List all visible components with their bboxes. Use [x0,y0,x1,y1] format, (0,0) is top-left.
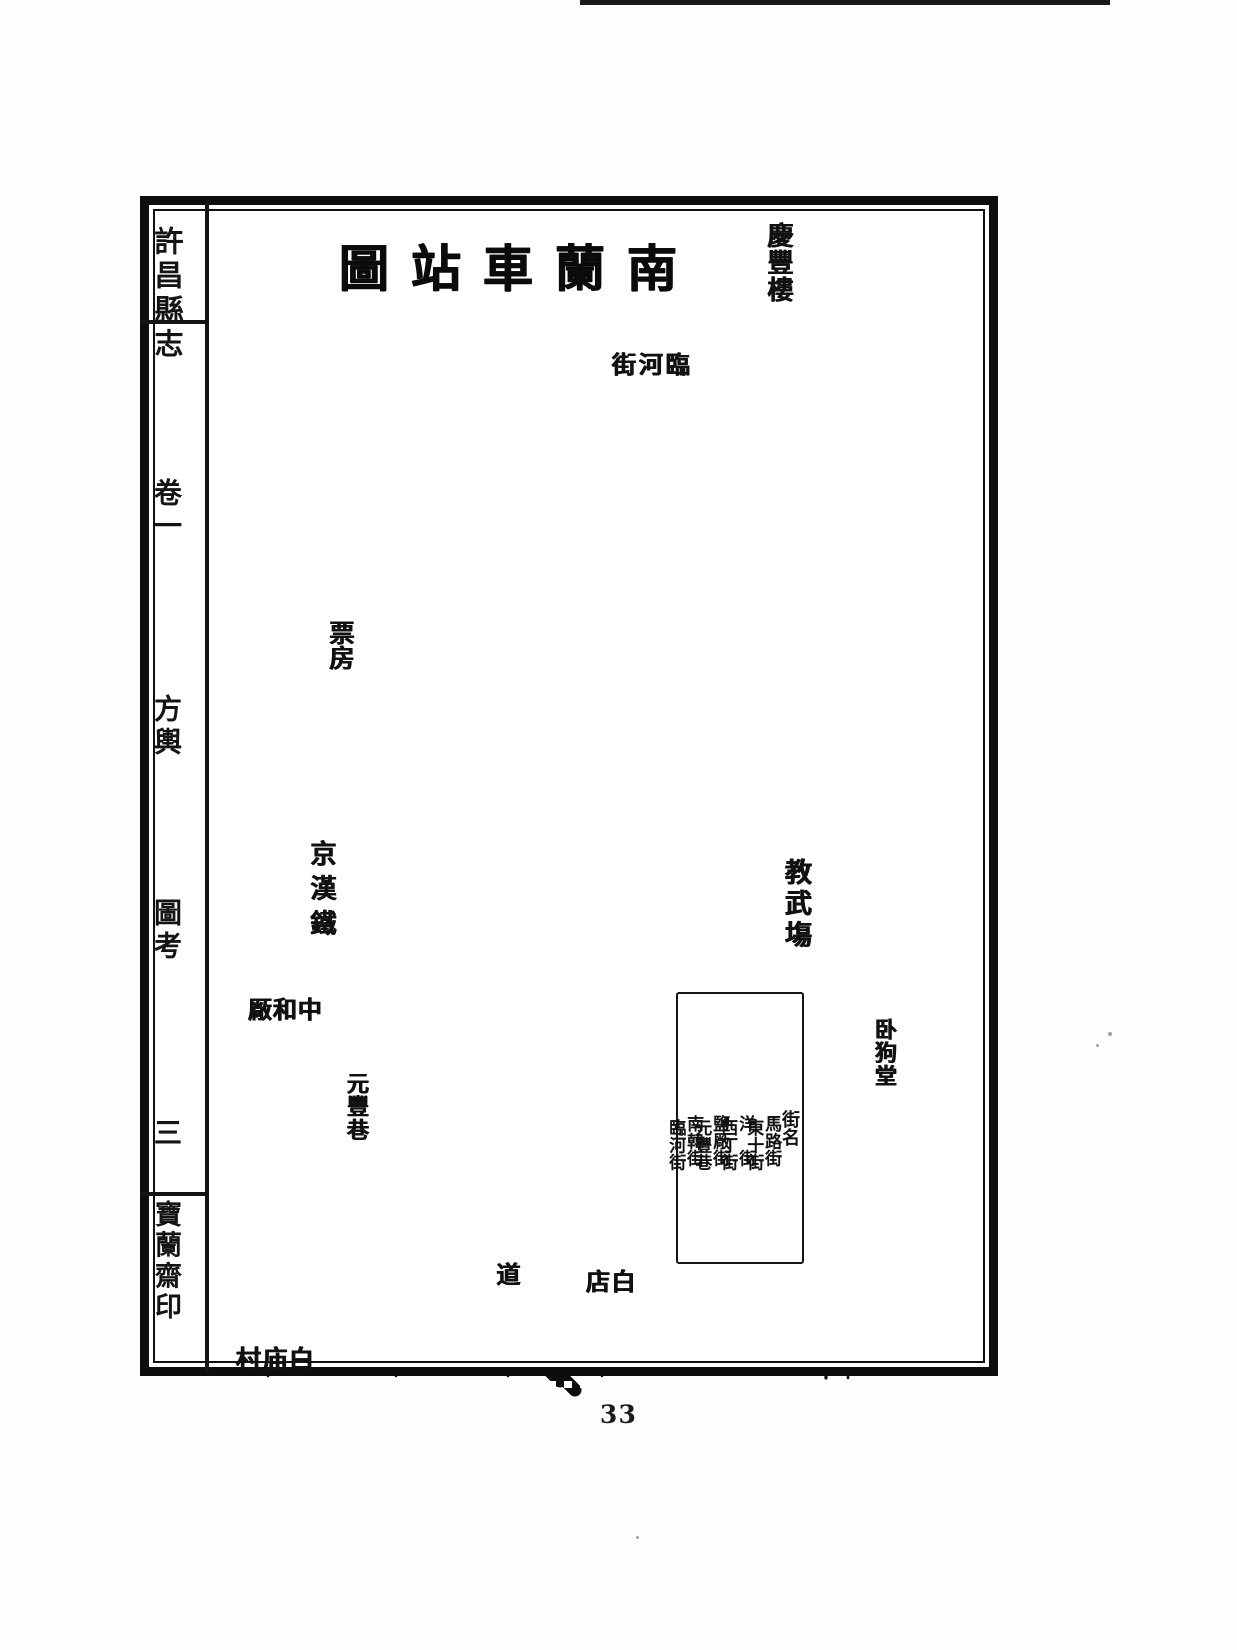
scan-top-rule [580,0,1110,5]
page-title: 南蘭車站圖 [331,242,678,294]
legend-street-top-2: 鹽厰街 [709,1114,730,1168]
label-qingfeng-tower: 慶豐樓 [763,222,793,304]
plate-border-inner [153,209,985,1363]
margin-rule-2 [140,1192,208,1196]
margin-volume: 卷一 [150,478,183,545]
label-ticket-office: 票房 [326,620,355,670]
margin-section: 方輿 [150,694,183,761]
margin-book-title: 許昌縣志 [150,226,184,363]
label-jinghan-railway: 京漢鐵 [306,840,336,945]
scan-speck [1096,1044,1099,1047]
legend-street-bottom-2: 元豐巷 [691,1118,712,1172]
legend-column-3: 鹽厰街 元豐巷 [691,1024,730,1258]
margin-subsection: 圖考 [150,898,183,965]
street-name-legend: 街名 馬路街 東十街 洋 街 西丁街 鹽厰街 元豐巷 南韓街 臨河街 [665,992,804,1264]
legend-header: 街名 [779,1109,800,1147]
legend-street-top-0: 馬路街 [761,1114,782,1168]
label-road: 道 [492,1262,521,1286]
margin-printer-seal: 寶蘭齋印 [150,1200,181,1324]
legend-street-bottom-1: 西丁街 [717,1118,738,1172]
label-baimiao-village: 白庙村 [236,1345,316,1374]
margin-column-rule [205,200,209,1372]
legend-street-top-1: 洋 街 [735,1114,756,1168]
legend-street-bottom-3: 臨河街 [665,1118,686,1172]
margin-plate-number: 三 [150,1118,183,1152]
legend-street-top-3: 南韓街 [683,1114,704,1168]
label-drill-ground: 教武塲 [780,858,811,952]
legend-column-4: 南韓街 臨河街 [665,1024,704,1258]
label-wogou-hall: 卧狗堂 [871,1018,897,1088]
street-name-legend-grid: 街名 馬路街 東十街 洋 街 西丁街 鹽厰街 元豐巷 南韓街 臨河街 [665,998,800,1258]
scan-speck [636,1536,639,1539]
label-zhonghe-factory: 中和厰 [248,995,323,1024]
legend-column-1: 馬路街 東十街 [743,1024,782,1258]
legend-column-0: 街名 [779,998,800,1258]
legend-column-2: 洋 街 西丁街 [717,1024,756,1258]
plate-border [140,196,998,1376]
legend-street-bottom-0: 東十街 [743,1118,764,1172]
margin-rule-1 [140,320,208,324]
folio-number: 33 [599,1400,638,1429]
scan-speck [1108,1032,1112,1036]
label-baidian: 白店 [586,1267,637,1296]
label-yuanfeng-lane: 元豐巷 [343,1072,369,1142]
label-linhe-street: 臨河街 [612,350,693,379]
